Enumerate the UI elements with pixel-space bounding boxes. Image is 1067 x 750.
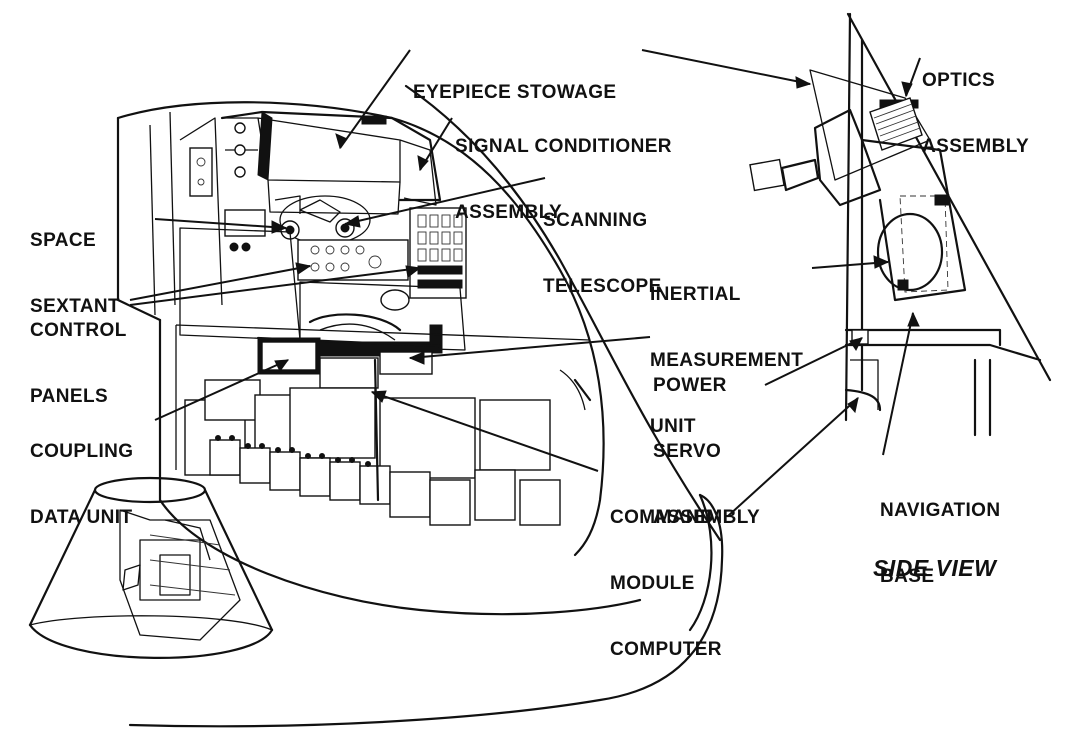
leader-control-b: [129, 267, 421, 306]
leader-sextant: [154, 218, 287, 229]
label-space-sextant: SPACE SEXTANT: [30, 230, 121, 317]
leader-eyepiece-a: [339, 49, 411, 149]
leader-power-base: [764, 337, 863, 386]
leader-computer-b: [727, 397, 859, 517]
cabin-cutaway: [116, 84, 724, 728]
label-coupling-data-unit: COUPLING DATA UNIT: [30, 441, 134, 528]
command-module-cone: [28, 476, 274, 659]
label-power-servo-assembly: POWER SERVO ASSEMBLY: [653, 375, 761, 528]
label-signal-conditioner: SIGNAL CONDITIONER ASSEMBLY: [455, 136, 672, 223]
label-scanning-telescope: SCANNING TELESCOPE: [543, 210, 662, 297]
leader-scanning: [344, 177, 546, 225]
leader-control-a: [129, 265, 311, 301]
label-eyepiece-stowage: EYEPIECE STOWAGE: [413, 82, 617, 103]
leader-coupling: [154, 359, 289, 421]
leader-navbase: [882, 312, 914, 456]
side-view-drawing: [749, 12, 1052, 437]
label-navigation-base: NAVIGATION BASE: [880, 500, 1001, 587]
leader-lines: [129, 49, 921, 517]
leader-power: [409, 336, 651, 359]
label-command-module-computer: COMMAND MODULE COMPUTER: [610, 507, 722, 660]
label-inertial-measurement-unit: INERTIAL MEASUREMENT UNIT: [650, 284, 804, 437]
leader-eyepiece-b: [641, 49, 811, 85]
leader-computer: [371, 391, 599, 472]
label-optics-assembly: OPTICS ASSEMBLY: [922, 70, 1030, 157]
label-control-panels: CONTROL PANELS: [30, 320, 127, 407]
label-side-view: SIDE VIEW: [873, 555, 997, 581]
